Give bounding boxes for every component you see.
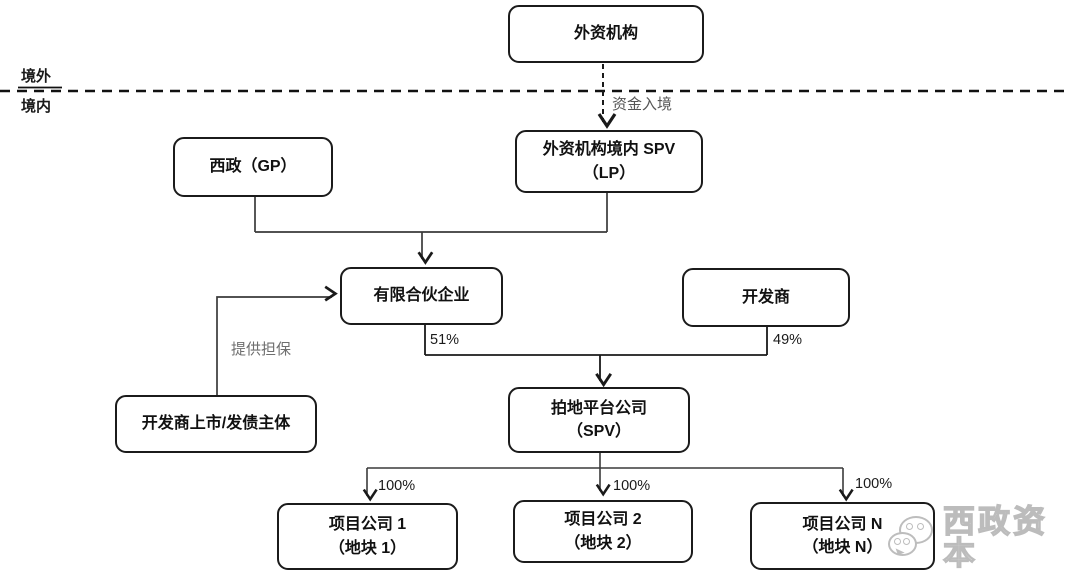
node-limited-partnership: 有限合伙企业 <box>340 267 503 325</box>
node-xizheng-gp: 西政（GP） <box>173 137 333 197</box>
node-project-company-2: 项目公司 2 （地块 2） <box>513 500 693 563</box>
watermark: 西政资本 <box>888 503 1080 571</box>
node-foreign-institution: 外资机构 <box>508 5 704 63</box>
offshore-label: 境外 <box>21 68 52 85</box>
node-label: 开发商上市/发债主体 <box>141 415 291 433</box>
node-land-platform-spv: 拍地平台公司 （SPV） <box>508 387 690 453</box>
wechat-icon <box>888 516 935 558</box>
node-label-line2: （LP） <box>582 164 636 182</box>
node-label-line1: 拍地平台公司 <box>550 399 647 417</box>
node-label: 开发商 <box>741 288 790 306</box>
onshore-label: 境内 <box>21 98 52 115</box>
node-developer: 开发商 <box>682 268 850 327</box>
project1-share-label: 100% <box>378 478 416 494</box>
node-label-line1: 项目公司 N <box>802 515 883 533</box>
guarantee-label: 提供担保 <box>231 341 292 358</box>
node-label: 西政（GP） <box>209 158 297 176</box>
node-label-line2: （地块 N） <box>802 539 883 556</box>
edge-shareholding-merge <box>424 325 768 356</box>
lp-share-label: 51% <box>430 332 460 348</box>
watermark-brand-text: 西政资本 <box>942 503 1048 571</box>
projectn-share-label: 100% <box>855 476 893 492</box>
node-label-line2: （SPV） <box>566 423 632 440</box>
node-project-company-1: 项目公司 1 （地块 1） <box>277 503 458 570</box>
node-label: 外资机构 <box>573 25 638 43</box>
developer-share-label: 49% <box>773 332 803 348</box>
project2-share-label: 100% <box>613 478 651 494</box>
edge-gp-lp-merge <box>254 193 608 233</box>
node-label: 有限合伙企业 <box>373 287 470 305</box>
node-label-line2: （地块 1） <box>328 539 407 557</box>
node-foreign-spv-lp: 外资机构境内 SPV （LP） <box>515 130 703 193</box>
node-label-line2: （地块 2） <box>564 534 642 552</box>
node-developer-bond-entity: 开发商上市/发债主体 <box>115 395 317 453</box>
node-label-line1: 项目公司 1 <box>328 516 407 534</box>
capital-inbound-label: 资金入境 <box>612 96 673 113</box>
node-label-line1: 项目公司 2 <box>564 511 642 529</box>
node-label-line1: 外资机构境内 SPV <box>542 141 676 159</box>
